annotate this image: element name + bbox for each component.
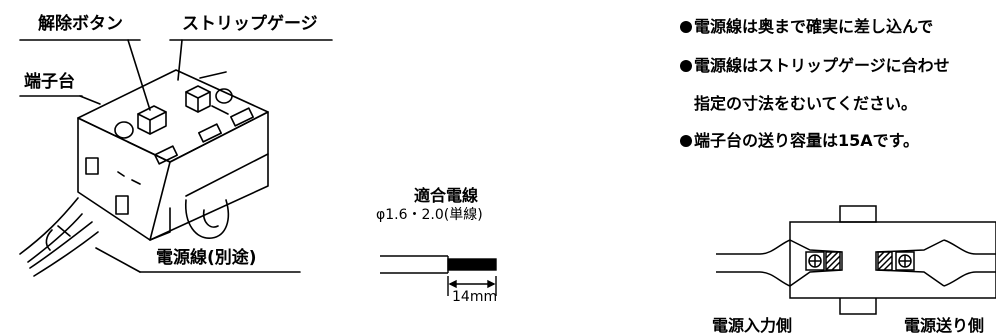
power-cable-wire-2 <box>29 221 93 269</box>
bottom-tab <box>839 298 877 315</box>
bullet-icon <box>680 135 692 147</box>
mounting-clip <box>185 199 230 239</box>
top-hole-left <box>114 121 134 139</box>
note-2: 電源線はストリップゲージに合わせ <box>680 58 950 74</box>
top-hole-right <box>215 88 233 104</box>
note-1: 電源線は奥まで確実に差し込んで <box>680 19 933 35</box>
note-3: 端子台の送り容量は15Aです。 <box>680 133 919 149</box>
strip-gauge-label: ストリップゲージ <box>182 14 318 34</box>
strip-gauge-leader <box>177 39 183 81</box>
wire-spec-size: φ1.6・2.0(単線) <box>376 207 483 223</box>
output-side-label: 電源送り側 <box>904 316 985 335</box>
block-body <box>789 221 996 299</box>
terminal-block-leader <box>79 95 101 105</box>
release-button-label: 解除ボタン <box>38 14 123 34</box>
release-button-right <box>185 85 211 113</box>
stripped-conductor <box>447 258 497 271</box>
wire-strip-diagram <box>380 255 497 296</box>
note-2-continued: 指定の寸法をむいてください。 <box>694 94 918 113</box>
output-wire <box>943 239 996 287</box>
block-side-face <box>149 111 269 241</box>
strip-length-label: 14mm <box>452 289 498 305</box>
wiring-diagram <box>716 205 996 315</box>
bullet-icon <box>680 60 692 72</box>
output-clamp <box>895 251 915 271</box>
release-button-left <box>137 105 167 135</box>
input-wire <box>716 239 791 287</box>
power-cable-wire-1 <box>19 197 79 255</box>
wire-spec-title: 適合電線 <box>414 186 479 205</box>
wire-slot-lower <box>115 195 129 215</box>
input-clamp <box>805 251 825 271</box>
top-tab <box>839 205 877 223</box>
release-button-leader <box>127 39 151 111</box>
power-cable-label: 電源線(別途) <box>156 248 257 268</box>
power-cable-leader <box>95 247 141 273</box>
wire-slot-upper <box>85 157 99 175</box>
terminal-block-label: 端子台 <box>24 72 75 92</box>
input-side-label: 電源入力側 <box>712 316 793 335</box>
bullet-icon <box>680 21 692 33</box>
